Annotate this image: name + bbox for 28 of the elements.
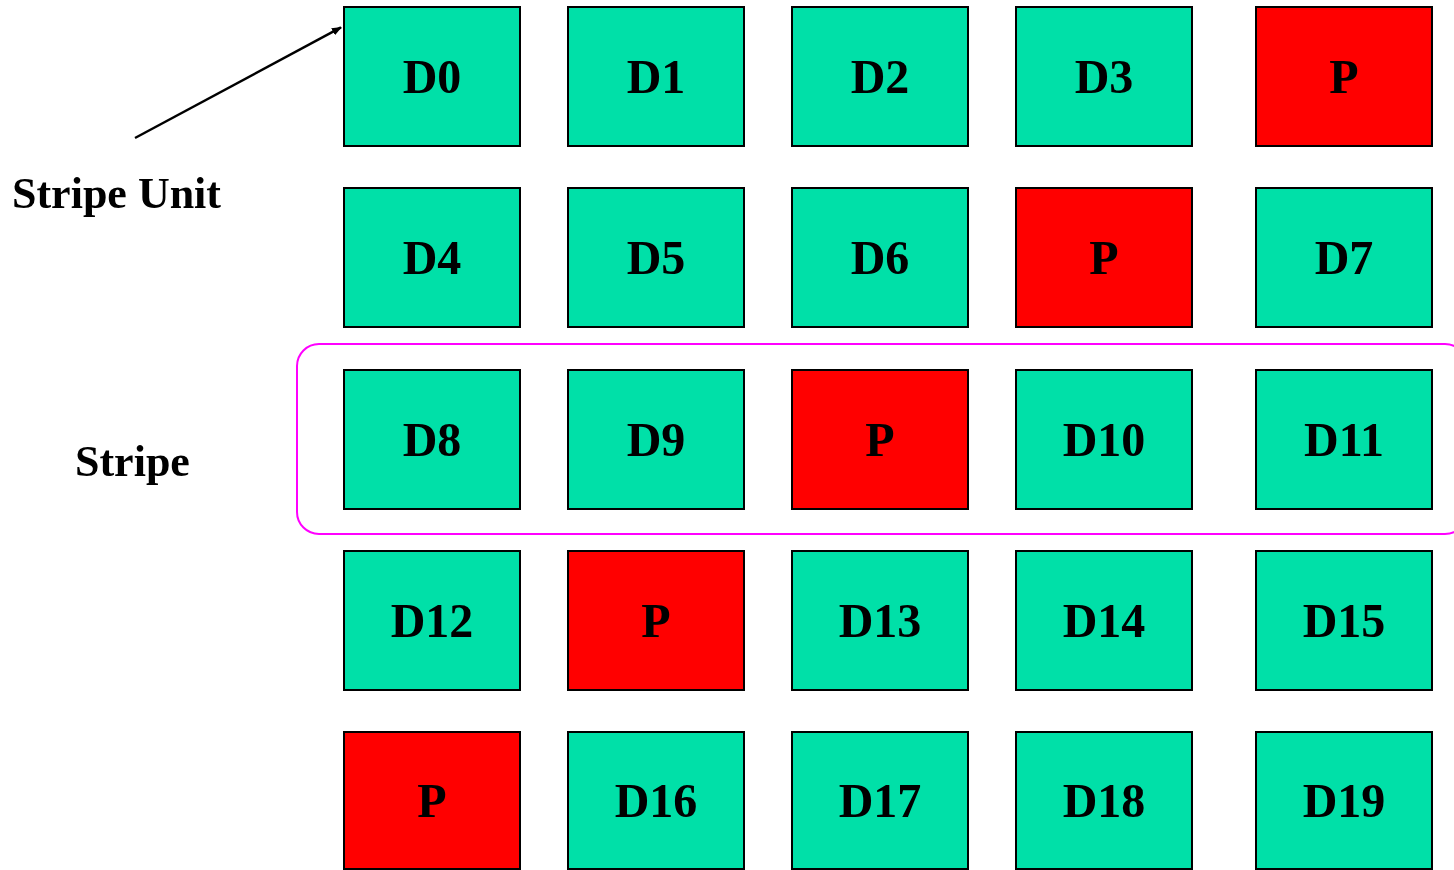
- data-block: D0: [343, 6, 521, 147]
- data-block: D4: [343, 187, 521, 328]
- data-block: D19: [1255, 731, 1433, 870]
- arrow: [134, 26, 342, 140]
- data-block: D2: [791, 6, 969, 147]
- parity-block: P: [1255, 6, 1433, 147]
- data-block: D13: [791, 550, 969, 691]
- parity-block: P: [343, 731, 521, 870]
- data-block: D16: [567, 731, 745, 870]
- data-block: D10: [1015, 369, 1193, 510]
- stripe-unit-label: Stripe Unit: [12, 168, 221, 219]
- stripe-label: Stripe: [75, 436, 190, 487]
- data-block: D17: [791, 731, 969, 870]
- data-block: D8: [343, 369, 521, 510]
- parity-block: P: [567, 550, 745, 691]
- data-block: D11: [1255, 369, 1433, 510]
- data-block: D18: [1015, 731, 1193, 870]
- data-block: D7: [1255, 187, 1433, 328]
- data-block: D12: [343, 550, 521, 691]
- data-block: D5: [567, 187, 745, 328]
- data-block: D6: [791, 187, 969, 328]
- parity-block: P: [1015, 187, 1193, 328]
- parity-block: P: [791, 369, 969, 510]
- data-block: D1: [567, 6, 745, 147]
- data-block: D15: [1255, 550, 1433, 691]
- data-block: D14: [1015, 550, 1193, 691]
- data-block: D3: [1015, 6, 1193, 147]
- data-block: D9: [567, 369, 745, 510]
